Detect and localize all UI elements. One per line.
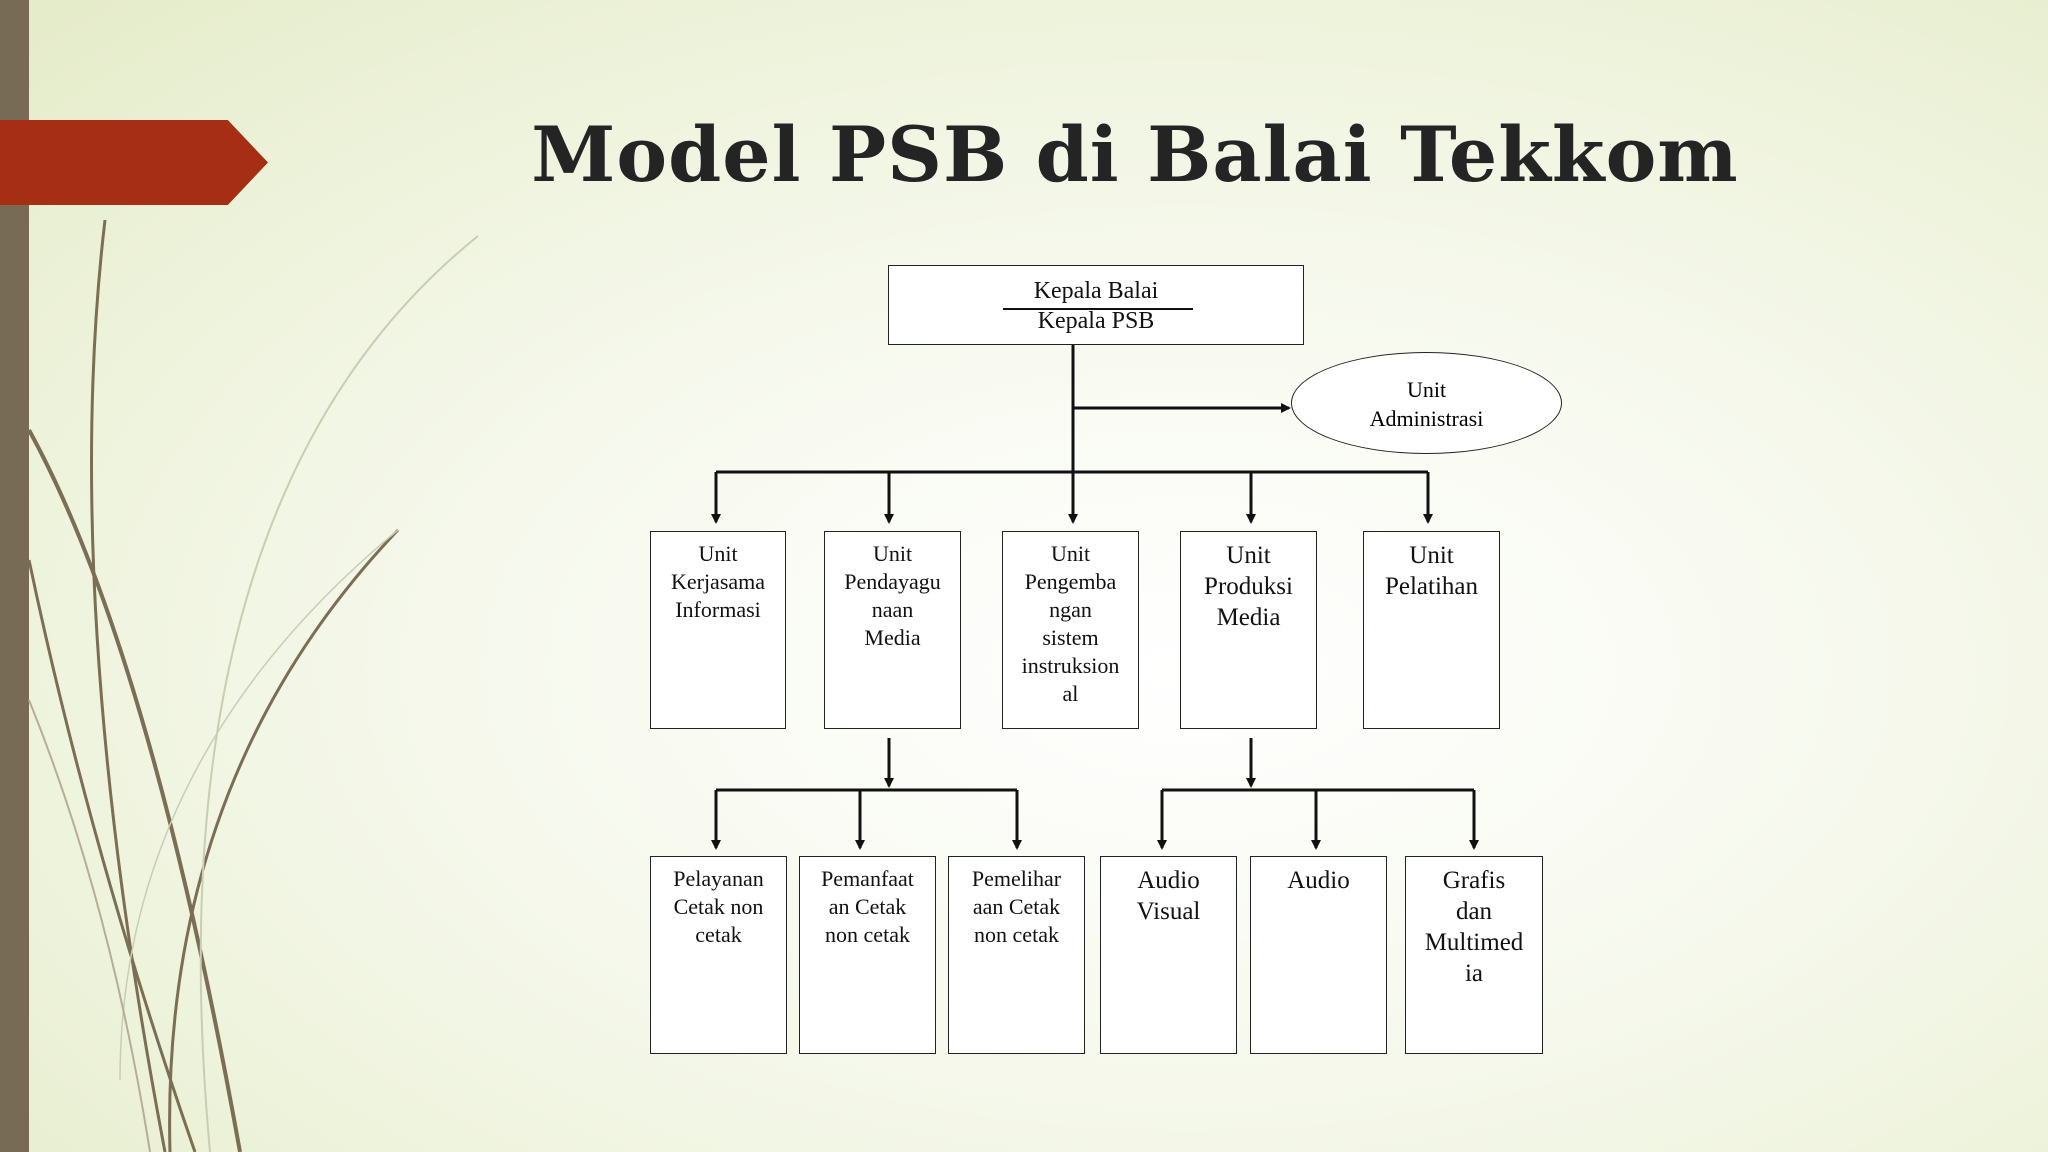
node-label: Pelayanan Cetak non cetak <box>673 866 764 947</box>
sub-audio-box: Audio <box>1250 856 1387 1054</box>
unit-produksi-box: Unit Produksi Media <box>1180 531 1317 729</box>
unit-pelatihan-box: Unit Pelatihan <box>1363 531 1500 729</box>
head-title-2: Kepala PSB <box>1037 308 1155 334</box>
node-label: Unit Administrasi <box>1369 377 1484 431</box>
node-label: Unit Pengemba ngan sistem instruksion al <box>1021 541 1120 706</box>
unit-pengembangan-box: Unit Pengemba ngan sistem instruksion al <box>1002 531 1139 729</box>
title-arrow-tab <box>0 120 268 205</box>
node-label: Grafis dan Multimed ia <box>1424 867 1524 987</box>
head-box: Kepala Balai Kepala PSB <box>888 265 1304 345</box>
sub-pelayanan-box: Pelayanan Cetak non cetak <box>650 856 787 1054</box>
unit-administrasi-node: Unit Administrasi <box>1291 352 1562 454</box>
head-title-1: Kepala Balai <box>1033 278 1159 304</box>
head-divider <box>1003 308 1193 310</box>
node-label: Unit Produksi Media <box>1204 542 1293 631</box>
decorative-grass-strokes <box>27 219 479 1152</box>
sub-pemeliharaan-box: Pemelihar aan Cetak non cetak <box>948 856 1085 1054</box>
node-label: Unit Pendayagu naan Media <box>844 541 941 650</box>
node-label: Unit Pelatihan <box>1384 542 1479 600</box>
node-label: Pemanfaat an Cetak non cetak <box>821 866 914 947</box>
unit-pendayagunaan-box: Unit Pendayagu naan Media <box>824 531 961 729</box>
node-label: Audio <box>1287 867 1350 894</box>
node-label: Pemelihar aan Cetak non cetak <box>971 866 1062 947</box>
node-label: Unit Kerjasama Informasi <box>670 541 766 622</box>
sub-audio-visual-box: Audio Visual <box>1100 856 1237 1054</box>
sub-pemanfaatan-box: Pemanfaat an Cetak non cetak <box>799 856 936 1054</box>
unit-kerjasama-box: Unit Kerjasama Informasi <box>650 531 786 729</box>
slide-title: Model PSB di Balai Tekkom <box>531 110 1739 199</box>
sub-grafis-box: Grafis dan Multimed ia <box>1405 856 1543 1054</box>
node-label: Audio Visual <box>1136 867 1201 925</box>
